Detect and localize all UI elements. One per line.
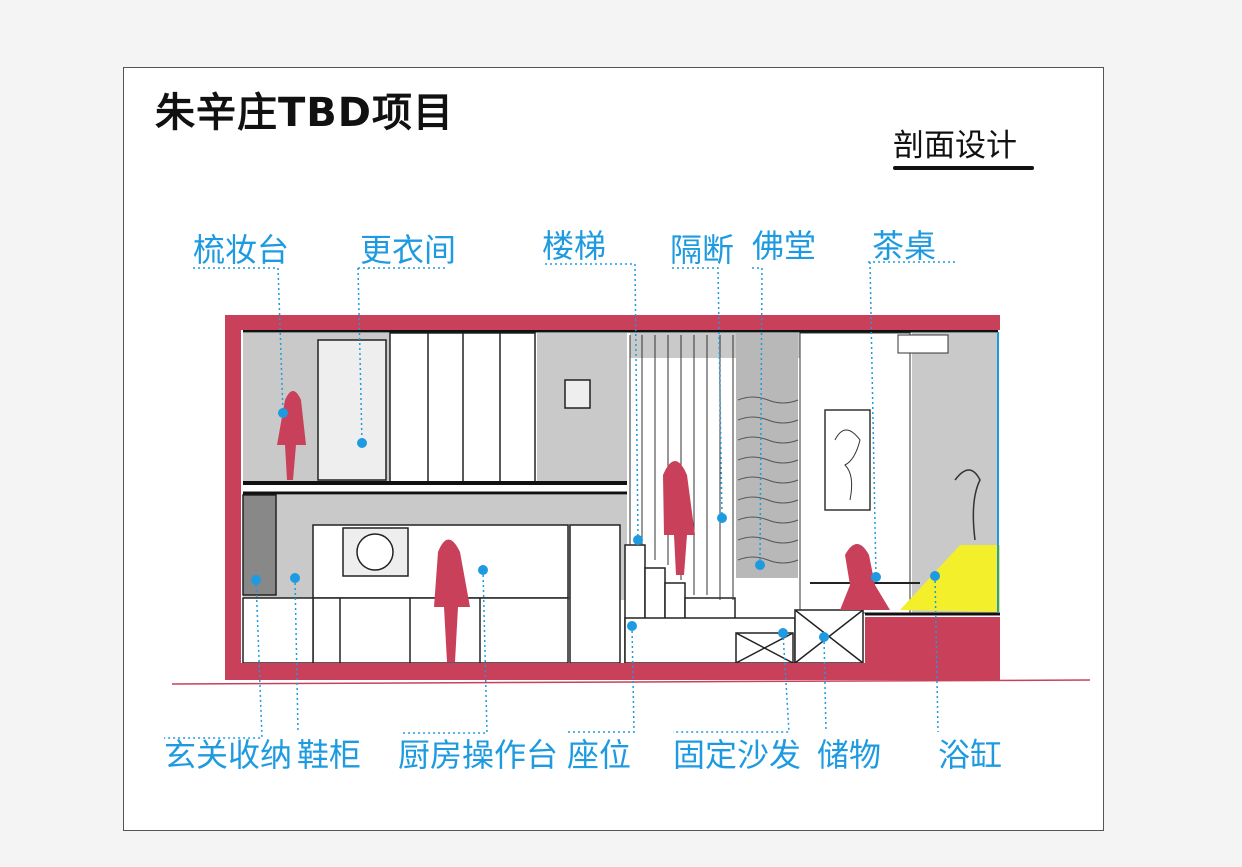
section-design-title: 剖面设计 — [893, 128, 1017, 164]
painting-stroke — [834, 429, 861, 501]
label-entrance-storage: 玄关收纳 — [164, 736, 293, 774]
label-partition: 隔断 — [670, 231, 735, 269]
wall-painting — [824, 409, 871, 511]
red-structure — [225, 315, 1000, 680]
leader-dots — [251, 408, 940, 642]
label-shoe-cabinet: 鞋柜 — [297, 736, 362, 774]
curtain-lines — [629, 335, 734, 600]
label-staircase: 楼梯 — [542, 227, 607, 265]
label-seating: 座位 — [567, 736, 632, 774]
wave-wall — [737, 396, 799, 564]
label-dressing-room: 更衣间 — [360, 231, 457, 269]
label-tea-table: 茶桌 — [872, 227, 937, 265]
label-dressing-table: 梳妆台 — [193, 231, 290, 269]
label-bathtub: 浴缸 — [938, 736, 1003, 774]
label-fixed-sofa: 固定沙发 — [673, 736, 802, 774]
upper-wardrobe-panels — [317, 332, 591, 484]
plant — [954, 469, 981, 541]
label-storage: 储物 — [817, 736, 882, 774]
subtitle-underline — [893, 166, 1034, 170]
leader-lines — [164, 261, 955, 739]
ac-unit — [897, 334, 949, 354]
ground-line — [171, 679, 1091, 685]
label-kitchen-counter: 厨房操作台 — [398, 736, 559, 774]
label-buddha-hall: 佛堂 — [752, 227, 817, 265]
lamp-light — [900, 545, 1000, 612]
project-title: 朱辛庄TBD项目 — [155, 90, 454, 136]
